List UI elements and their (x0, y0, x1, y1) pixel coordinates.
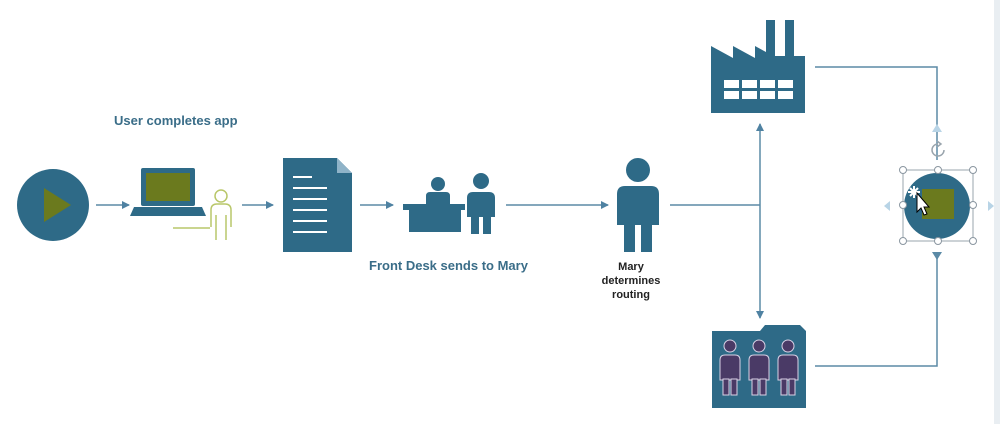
rotate-handle-icon[interactable] (931, 140, 945, 157)
label-front-desk: Front Desk sends to Mary (369, 258, 528, 273)
end-node-icon[interactable] (904, 173, 970, 239)
move-cursor-icon (908, 186, 931, 216)
auto-connect-arrows[interactable] (884, 124, 994, 260)
resize-handle[interactable] (934, 237, 942, 245)
label-mary-routing: Mary determines routing (601, 261, 661, 301)
resize-handle[interactable] (969, 166, 977, 174)
label-user-completes-app: User completes app (114, 113, 238, 128)
user-outline-icon (173, 189, 232, 240)
connector-factory-end[interactable] (815, 66, 938, 160)
resize-handle[interactable] (969, 201, 977, 209)
people-group-icon (712, 325, 806, 408)
resize-handle[interactable] (899, 237, 907, 245)
play-start-icon[interactable] (17, 169, 89, 241)
person-icon (617, 158, 659, 252)
resize-handle[interactable] (969, 237, 977, 245)
selection-frame[interactable] (899, 166, 977, 245)
factory-icon (711, 20, 805, 113)
document-icon (283, 158, 352, 252)
resize-handle[interactable] (899, 201, 907, 209)
connectors (96, 66, 938, 367)
front-desk-icon (403, 173, 495, 234)
resize-handle[interactable] (934, 166, 942, 174)
resize-handle[interactable] (899, 166, 907, 174)
laptop-icon (130, 168, 206, 216)
scroll-edge (994, 0, 1000, 424)
connector-group-end[interactable] (815, 258, 938, 367)
